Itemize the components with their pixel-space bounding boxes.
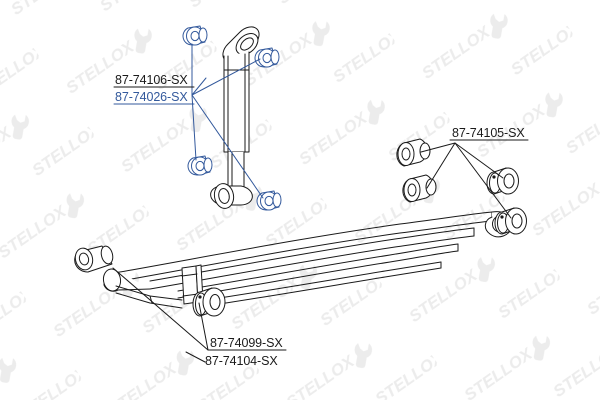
shock-lower-eye — [210, 183, 253, 209]
callout-label-spring-rear: 87-74104-SX — [205, 354, 278, 368]
right-step-bushing-lower — [494, 207, 527, 235]
leader-line-right-3 — [454, 142, 504, 179]
callout-label-shock-bushings: 87-74026-SX — [115, 90, 188, 104]
shock-absorber — [210, 26, 260, 209]
right-ring-bushing-upper — [396, 138, 431, 167]
leader-line-right-2 — [426, 142, 456, 189]
leader-line-shock-3 — [191, 94, 197, 161]
right-step-bushing-upper — [486, 167, 519, 195]
leader-line-bottom-2 — [112, 267, 209, 351]
callout-label-right-bushings: 87-74105-SX — [452, 126, 525, 140]
spring-shackle-bushing — [192, 287, 226, 317]
shock-bushing-lower-left — [187, 155, 213, 176]
shock-bushing-upper-right — [254, 47, 280, 68]
right-ring-bushing-lower — [402, 174, 437, 203]
shock-bushing-upper-left — [182, 25, 208, 46]
callout-label-spring-front: 87-74099-SX — [210, 336, 283, 350]
leader-line-bottom-3 — [185, 351, 206, 363]
shock-bushing-lower-right — [256, 190, 282, 211]
spring-front-eye-bushing — [74, 245, 114, 273]
spring-bushing-group — [74, 245, 226, 363]
callout-label-shock-upper: 87-74106-SX — [115, 73, 188, 87]
leader-line-shock-5 — [191, 77, 207, 96]
leader-line-right-4 — [454, 142, 512, 219]
leaf-spring-front-eye — [102, 268, 151, 292]
shock-bushing-group — [182, 25, 282, 211]
leader-line-shock-2 — [191, 58, 261, 96]
right-bushing-group — [396, 138, 527, 235]
leaf-spring — [102, 211, 513, 309]
shock-upper-eye — [222, 26, 260, 63]
leader-line-shock-4 — [191, 94, 264, 199]
leader-line-bottom-1 — [198, 302, 209, 351]
leader-line-right-1 — [420, 142, 456, 153]
